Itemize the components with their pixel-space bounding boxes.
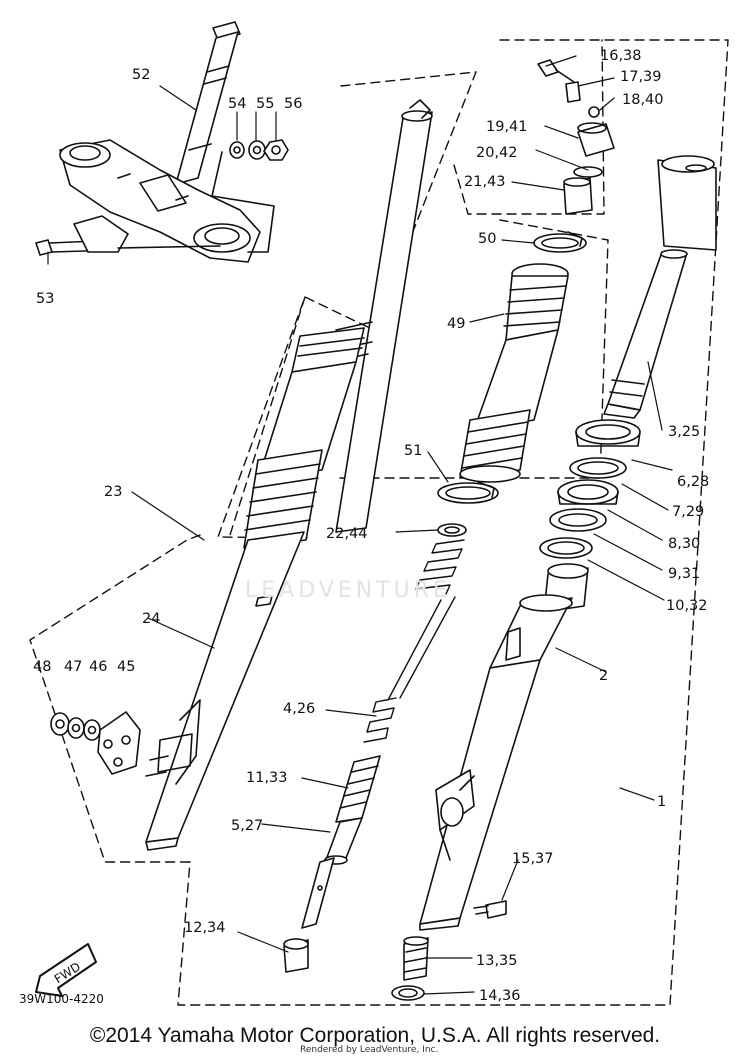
part-53-pinch-bolt xyxy=(35,215,221,256)
parts-16-21-cap-valve xyxy=(537,59,615,215)
callout-10-32: 10,32 xyxy=(666,598,708,614)
leader-lines xyxy=(47,55,673,995)
part-3-inner-tube xyxy=(603,155,717,419)
callout-15-37: 15,37 xyxy=(512,851,554,867)
callout-52: 52 xyxy=(132,67,150,83)
part-14-copper-washer xyxy=(391,985,425,1001)
part-23-outer-tube xyxy=(145,99,433,851)
fwd-arrow-icon xyxy=(35,943,97,997)
callout-47: 47 xyxy=(64,659,82,675)
callout-4-26: 4,26 xyxy=(283,701,315,717)
callout-2: 2 xyxy=(599,668,608,684)
callout-17-39: 17,39 xyxy=(620,69,662,85)
diagram-code: 39W100-4220 xyxy=(19,992,104,1006)
callout-7-29: 7,29 xyxy=(672,504,704,520)
parts-6-10-seals-washers xyxy=(539,419,641,559)
callout-16-38: 16,38 xyxy=(600,48,642,64)
callout-22-44: 22,44 xyxy=(326,526,368,542)
callout-14-36: 14,36 xyxy=(479,988,521,1004)
fork-spring xyxy=(387,539,465,701)
part-4-rebound-spring xyxy=(363,697,397,743)
callout-55: 55 xyxy=(256,96,274,112)
part-13-damper-rod-bolt xyxy=(403,936,429,981)
callout-51: 51 xyxy=(404,443,422,459)
callout-54: 54 xyxy=(228,96,246,112)
parts-54-55-56-washer-nut xyxy=(211,139,289,253)
callout-49: 49 xyxy=(447,316,465,332)
callout-9-31: 9,31 xyxy=(668,566,700,582)
watermark: LEADVENTURE xyxy=(245,578,451,603)
part-51-clamp xyxy=(437,481,499,504)
callout-45: 45 xyxy=(117,659,135,675)
part-12-oil-lock-piece xyxy=(283,938,309,973)
callout-23: 23 xyxy=(104,484,122,500)
callout-8-30: 8,30 xyxy=(668,536,700,552)
callout-24: 24 xyxy=(142,611,160,627)
callout-56: 56 xyxy=(284,96,302,112)
callout-46: 46 xyxy=(89,659,107,675)
copyright-notice: ©2014 Yamaha Motor Corporation, U.S.A. A… xyxy=(89,1024,661,1047)
part-11-piston-rod xyxy=(324,755,381,865)
callout-5-27: 5,27 xyxy=(231,818,263,834)
callout-18-40: 18,40 xyxy=(622,92,664,108)
callout-12-34: 12,34 xyxy=(184,920,226,936)
callout-1: 1 xyxy=(657,794,666,810)
callout-11-33: 11,33 xyxy=(246,770,288,786)
part-2-outer-tube xyxy=(419,563,589,931)
callout-13-35: 13,35 xyxy=(476,953,518,969)
rendered-by-note: Rendered by LeadVenture, Inc. xyxy=(300,1045,439,1055)
part-22-spring-seat xyxy=(437,523,467,537)
callout-21-43: 21,43 xyxy=(464,174,506,190)
part-49-fork-boot xyxy=(459,263,569,483)
part-15-drain-bolt xyxy=(473,900,507,919)
callout-50: 50 xyxy=(478,231,496,247)
part-52-steering-stem xyxy=(59,21,261,263)
parts-45-48-axle-holder xyxy=(50,711,141,775)
callout-20-42: 20,42 xyxy=(476,145,518,161)
callout-48: 48 xyxy=(33,659,51,675)
part-5-damper-rod xyxy=(301,857,335,929)
callout-6-28: 6,28 xyxy=(677,474,709,490)
callout-53: 53 xyxy=(36,291,54,307)
callout-19-41: 19,41 xyxy=(486,119,528,135)
callout-3-25: 3,25 xyxy=(668,424,700,440)
